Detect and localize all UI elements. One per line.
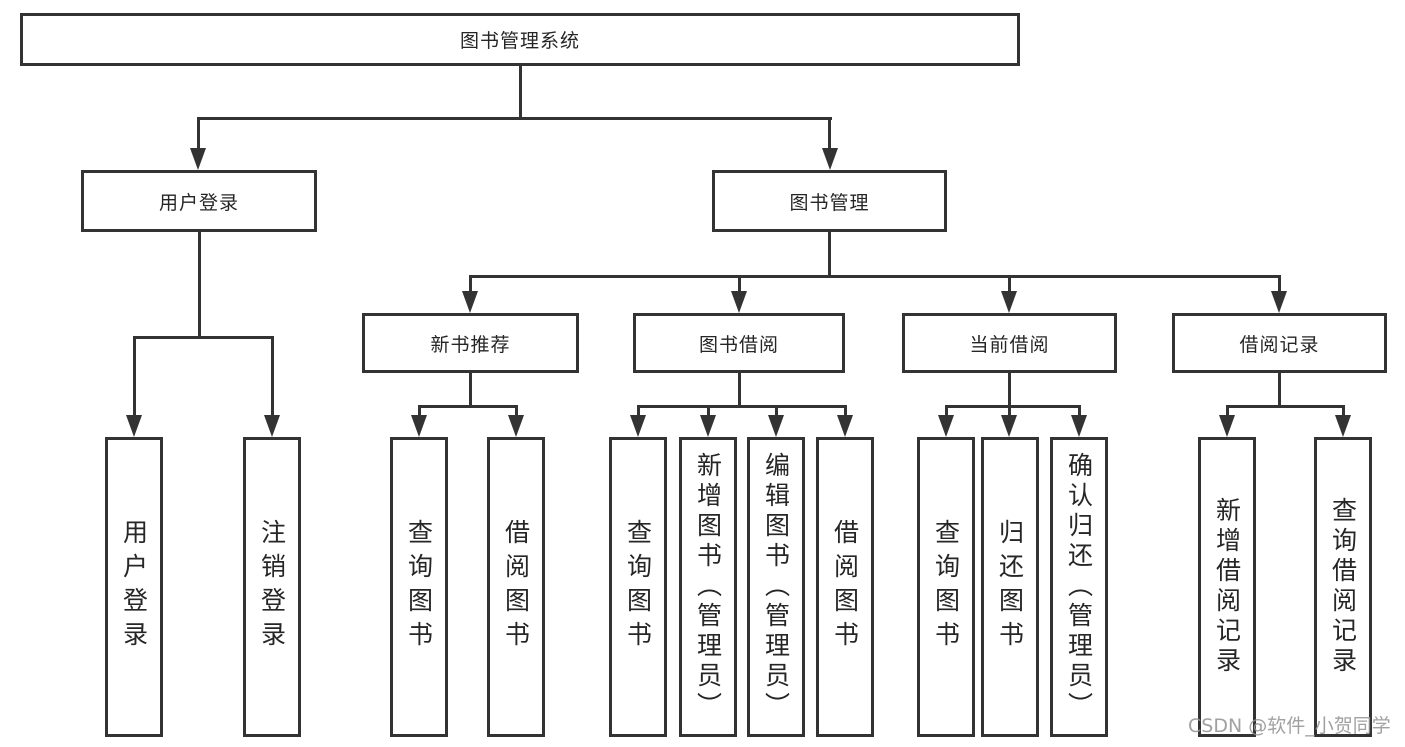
- node-label: 借阅图书: [830, 519, 860, 655]
- connector-line: [828, 117, 831, 150]
- connector-line: [1008, 275, 1011, 293]
- leaf-borrow-books-2: 借阅图书: [816, 437, 874, 737]
- arrowhead-icon: [411, 415, 427, 437]
- arrowhead-icon: [462, 291, 478, 313]
- connector-line: [133, 336, 136, 417]
- connector-line: [775, 405, 778, 417]
- node-label: 查询借阅记录: [1328, 497, 1358, 677]
- connector-line: [1278, 373, 1281, 408]
- connector-line: [637, 405, 847, 408]
- leaf-query-borrow-record: 查询借阅记录: [1314, 437, 1372, 737]
- connector-line: [1008, 373, 1011, 408]
- connector-line: [418, 405, 518, 408]
- arrowhead-icon: [126, 415, 142, 437]
- leaf-user-login: 用户登录: [105, 437, 163, 737]
- node-label: 新增借阅记录: [1212, 497, 1242, 677]
- leaf-borrow-books-1: 借阅图书: [487, 437, 545, 737]
- connector-line: [738, 373, 741, 408]
- connector-line: [637, 405, 640, 417]
- arrowhead-icon: [837, 415, 853, 437]
- node-label: 新增图书（管理员）: [693, 452, 723, 722]
- leaf-add-borrow-record: 新增借阅记录: [1198, 437, 1256, 737]
- connector-line: [469, 373, 472, 408]
- leaf-logout: 注销登录: [243, 437, 301, 737]
- node-label: 当前借阅: [969, 333, 1050, 356]
- connector-line: [828, 232, 831, 278]
- connector-line: [707, 405, 710, 417]
- connector-line: [1278, 275, 1281, 293]
- leaf-query-books-1: 查询图书: [390, 437, 448, 737]
- connector-line: [1008, 405, 1011, 417]
- leaf-edit-books-admin: 编辑图书（管理员）: [747, 437, 805, 737]
- node-current-borrow: 当前借阅: [902, 313, 1117, 373]
- node-label: 查询图书: [623, 519, 653, 655]
- csdn-watermark: CSDN @软件_小贺同学: [1188, 715, 1391, 737]
- arrowhead-icon: [1071, 415, 1087, 437]
- leaf-query-books-3: 查询图书: [917, 437, 975, 737]
- leaf-return-books: 归还图书: [981, 437, 1039, 737]
- connector-line: [738, 275, 741, 293]
- arrowhead-icon: [731, 291, 747, 313]
- node-book-management: 图书管理: [712, 170, 947, 232]
- connector-line: [519, 66, 522, 120]
- arrowhead-icon: [938, 415, 954, 437]
- arrowhead-icon: [1001, 415, 1017, 437]
- connector-line: [1078, 405, 1081, 417]
- node-root-library-system: 图书管理系统: [20, 13, 1020, 66]
- connector-line: [469, 275, 472, 293]
- connector-line: [197, 117, 200, 150]
- connector-line: [1342, 405, 1345, 417]
- arrowhead-icon: [1271, 291, 1287, 313]
- node-new-book-recommend: 新书推荐: [362, 313, 579, 373]
- connector-line: [271, 336, 274, 417]
- leaf-query-books-2: 查询图书: [609, 437, 667, 737]
- node-label: 确认归还（管理员）: [1064, 452, 1094, 722]
- arrowhead-icon: [700, 415, 716, 437]
- arrowhead-icon: [264, 415, 280, 437]
- arrowhead-icon: [1001, 291, 1017, 313]
- node-label: 借阅图书: [501, 519, 531, 655]
- arrowhead-icon: [508, 415, 524, 437]
- arrowhead-icon: [768, 415, 784, 437]
- arrowhead-icon: [1335, 415, 1351, 437]
- node-label: 查询图书: [931, 519, 961, 655]
- connector-line: [945, 405, 1081, 408]
- leaf-add-books-admin: 新增图书（管理员）: [679, 437, 737, 737]
- connector-line: [1226, 405, 1229, 417]
- arrowhead-icon: [190, 148, 206, 170]
- node-label: 图书管理系统: [459, 30, 580, 52]
- node-borrow-records: 借阅记录: [1172, 313, 1387, 373]
- node-label: 用户登录: [158, 191, 239, 214]
- connector-line: [197, 117, 832, 120]
- node-label: 新书推荐: [430, 333, 511, 356]
- node-user-login: 用户登录: [81, 170, 317, 232]
- node-label: 注销登录: [257, 519, 287, 655]
- node-label: 图书管理: [789, 191, 870, 214]
- node-label: 用户登录: [119, 519, 149, 655]
- connector-line: [1226, 405, 1345, 408]
- node-label: 归还图书: [995, 519, 1025, 655]
- node-book-borrow: 图书借阅: [633, 313, 845, 373]
- node-label: 编辑图书（管理员）: [761, 452, 791, 722]
- connector-line: [418, 405, 421, 417]
- connector-line: [844, 405, 847, 417]
- node-label: 图书借阅: [698, 333, 779, 356]
- node-label: 查询图书: [404, 519, 434, 655]
- leaf-confirm-return-admin: 确认归还（管理员）: [1050, 437, 1108, 737]
- connector-line: [198, 232, 201, 339]
- node-label: 借阅记录: [1239, 333, 1320, 356]
- connector-line: [133, 336, 274, 339]
- arrowhead-icon: [630, 415, 646, 437]
- connector-line: [945, 405, 948, 417]
- arrowhead-icon: [822, 148, 838, 170]
- connector-line: [515, 405, 518, 417]
- arrowhead-icon: [1219, 415, 1235, 437]
- connector-line: [469, 275, 1281, 278]
